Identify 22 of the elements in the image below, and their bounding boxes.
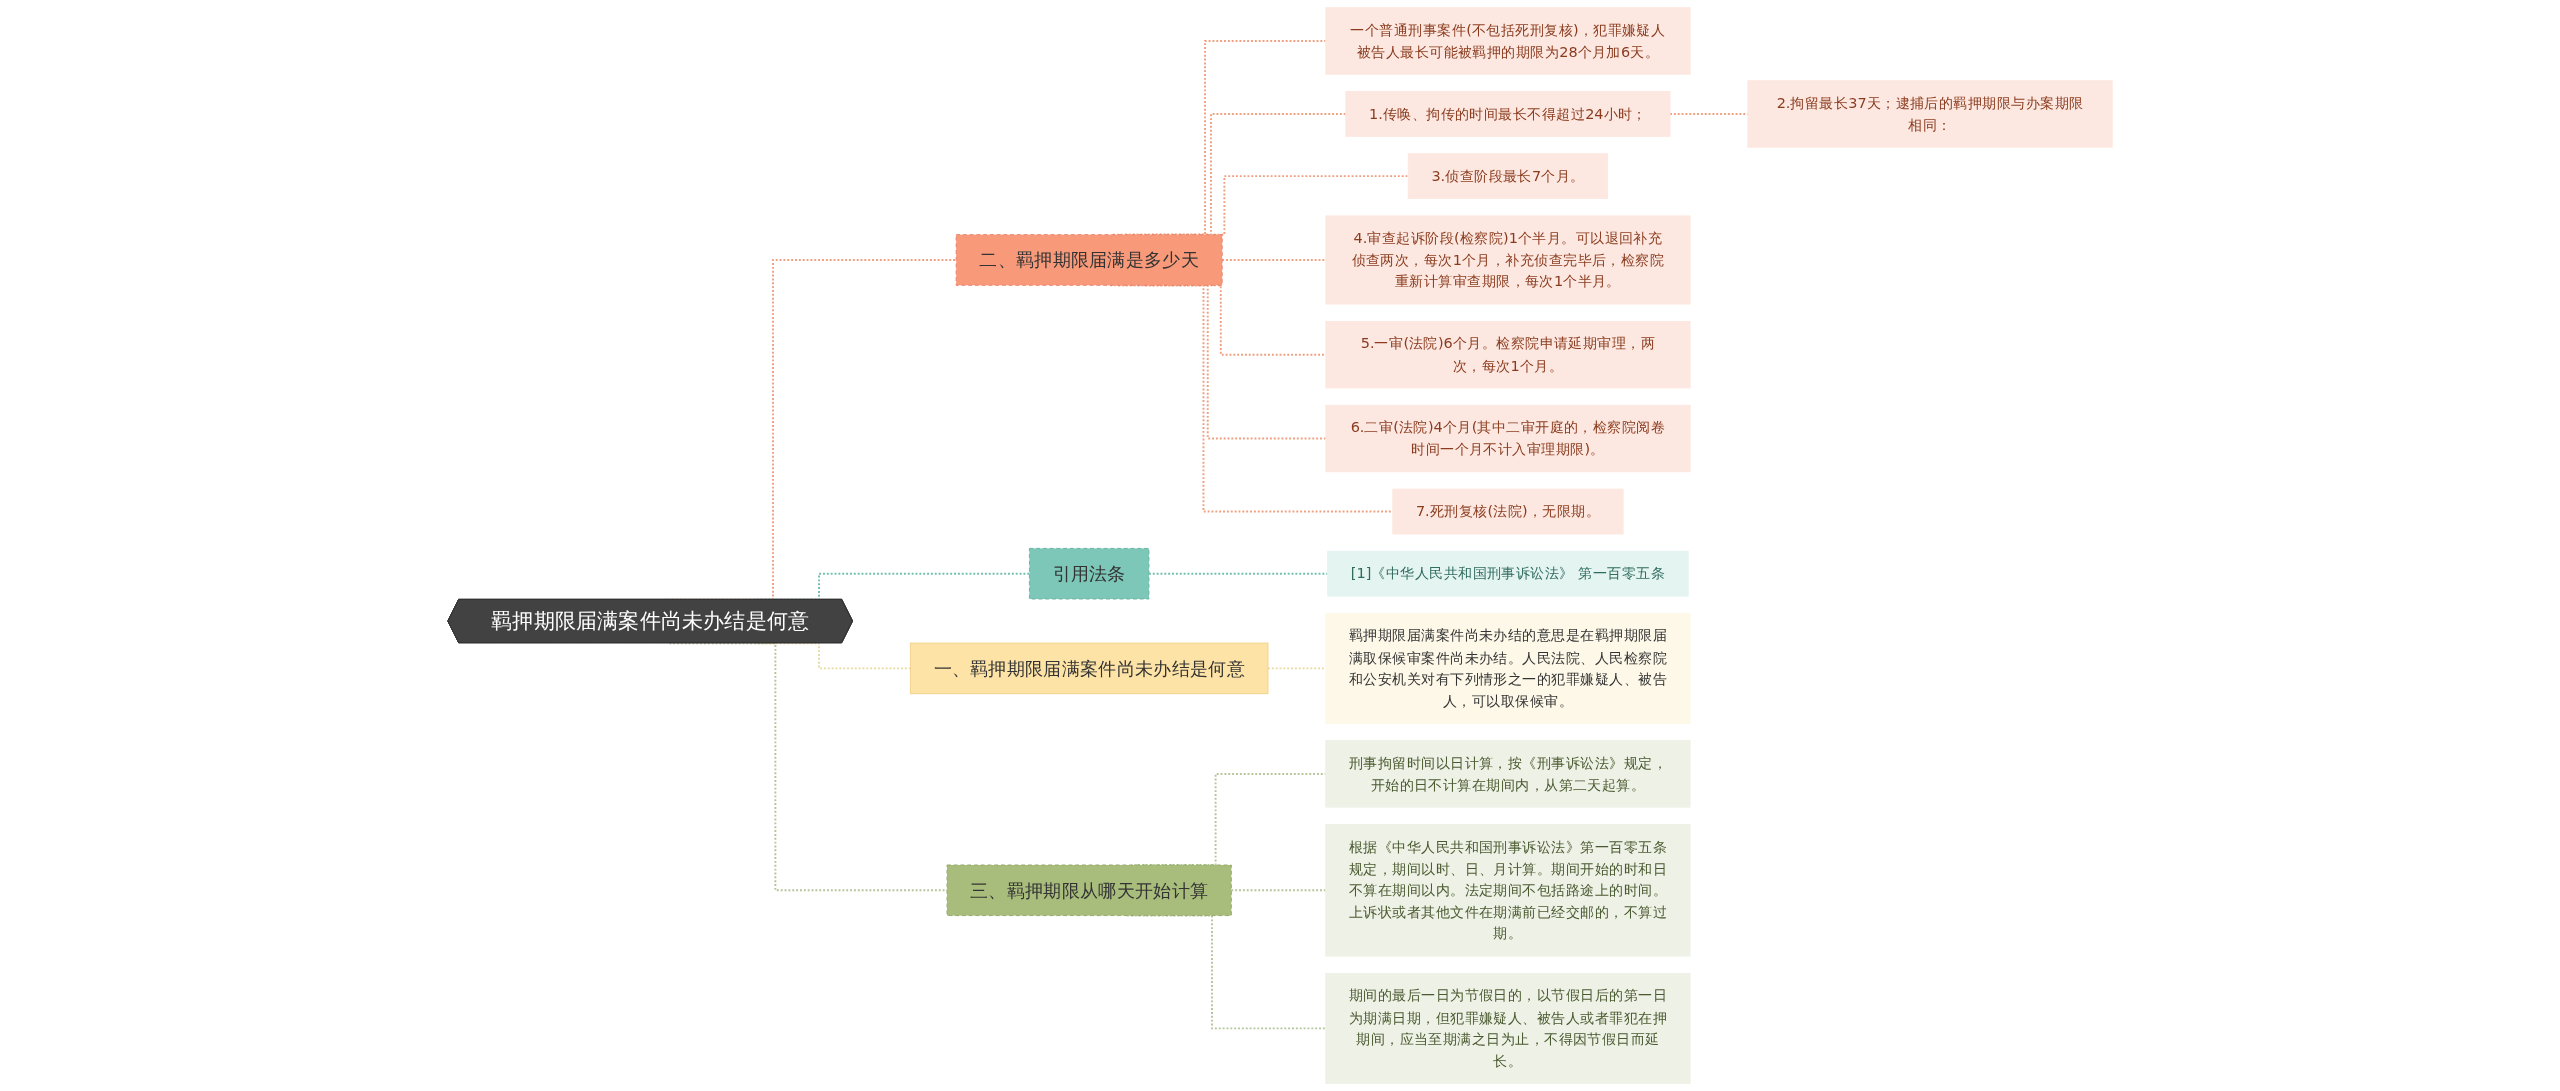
- node-box: 4.审查起诉阶段(检察院)1个半月。可以退回补充侦查两次，每次1个月，补充侦查完毕后，检察院重新计算审查期限，每次1个半月。: [1325, 215, 1691, 305]
- node-box: 1.传唤、拘传的时间最长不得超过24小时；: [1345, 91, 1671, 137]
- connector: [1221, 259, 1327, 261]
- node-box: 三、羁押期限从哪天开始计算: [946, 864, 1232, 917]
- node-box: 5.一审(法院)6个月。检察院申请延期审理，两次，每次1个月。: [1325, 320, 1691, 389]
- node-box: 刑事拘留时间以日计算，按《刑事诉讼法》规定，开始的日不计算在期间内，从第二天起算。: [1325, 740, 1691, 808]
- node-box: 引用法条: [1028, 547, 1150, 600]
- node-box: 根据《中华人民共和国刑事诉讼法》第一百零五条规定，期间以时、日、月计算。期间开始的时和日不算在期间以内。法定期间不包括路途上的时间。上诉状或者其他文件在期满前已经交邮的，不算过期。: [1325, 824, 1691, 957]
- node-box: 一、羁押期限届满案件尚未办结是何意: [909, 642, 1269, 695]
- connector: [755, 642, 912, 670]
- node-box: 7.死刑复核(法院)，无限期。: [1392, 488, 1624, 535]
- node-box: 二、羁押期限届满是多少天: [955, 234, 1223, 286]
- node-box: 2.拘留最长37天；逮捕后的羁押期限与办案期限相同：: [1747, 80, 2113, 148]
- node-box: 一个普通刑事案件(不包括死刑复核)，犯罪嫌疑人被告人最长可能被羁押的期限为28个月加6天。: [1325, 7, 1691, 75]
- node-box: [1]《中华人民共和国刑事诉讼法》 第一百零五条: [1327, 550, 1689, 597]
- connector: [668, 642, 948, 892]
- node-box: 羁押期限届满案件尚未办结的意思是在羁押期限届满取保候审案件尚未办结。人民法院、人民检察院和公安机关对有下列情形之一的犯罪嫌疑人、被告人，可以取保候审。: [1325, 612, 1691, 724]
- node-box: 3.侦查阶段最长7个月。: [1407, 153, 1609, 199]
- node-box: 期间的最后一日为节假日的，以节假日后的第一日为期满日期，但犯罪嫌疑人、被告人或者罪犯在押期间，应当至期满之日为止，不得因节假日而延长。: [1325, 972, 1691, 1084]
- connector: [1230, 889, 1327, 892]
- connector: [1267, 667, 1327, 670]
- node-box: 6.二审(法院)4个月(其中二审开庭的，检察院阅卷时间一个月不计入审理期限)。: [1325, 404, 1691, 473]
